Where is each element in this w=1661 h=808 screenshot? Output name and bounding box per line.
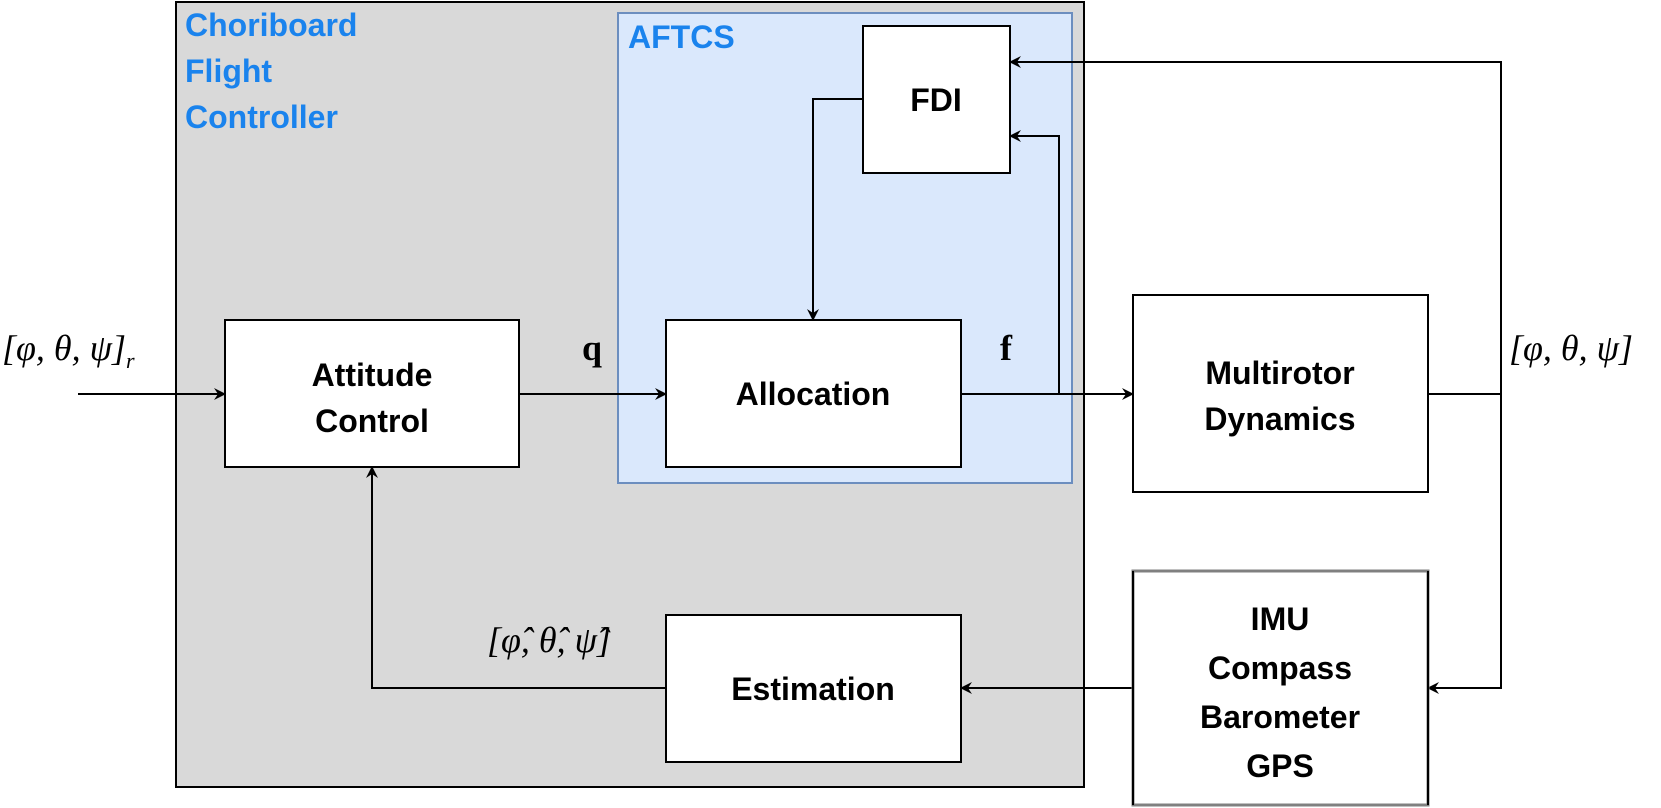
- controller-title-line-1: Choriboard: [185, 7, 357, 43]
- multirotor-label-line-2: Dynamics: [1204, 401, 1355, 437]
- attitude-label-line-2: Control: [315, 403, 429, 439]
- output-signal-label: [φ, θ, ψ]: [1509, 328, 1633, 368]
- allocation-label: Allocation: [736, 376, 891, 412]
- output-to-sensors-arrow: [1427, 394, 1502, 694]
- fdi-label: FDI: [910, 82, 962, 118]
- sensors-label-compass: Compass: [1208, 650, 1352, 686]
- reference-subscript: r: [126, 348, 135, 373]
- allocation-block: Allocation: [665, 319, 962, 468]
- sensors-label-imu: IMU: [1251, 601, 1310, 637]
- estimation-label: Estimation: [731, 671, 895, 707]
- controller-title-line-3: Controller: [185, 99, 338, 135]
- f-to-fdi-arrow: [1009, 130, 1060, 394]
- sensors-block: IMU Compass Barometer GPS: [1131, 569, 1430, 807]
- estimation-to-attitude-arrow: [366, 466, 666, 689]
- aftcs-title: AFTCS: [628, 19, 735, 55]
- estimate-signal-label: [φ̂, θ̂, ψ̂]: [487, 620, 611, 660]
- fdi-to-allocation-arrow: [807, 98, 863, 321]
- controller-title-line-2: Flight: [185, 53, 272, 89]
- attitude-control-block: Attitude Control: [224, 319, 520, 468]
- fdi-block: FDI: [862, 25, 1011, 174]
- q-signal-label: q: [582, 328, 602, 368]
- estimation-block: Estimation: [665, 614, 962, 763]
- sensors-label-barometer: Barometer: [1200, 699, 1360, 735]
- multirotor-dynamics-block: Multirotor Dynamics: [1132, 294, 1429, 493]
- multirotor-label-line-1: Multirotor: [1205, 355, 1354, 391]
- sensors-label-gps: GPS: [1246, 748, 1314, 784]
- output-to-fdi-arrow: [1009, 56, 1502, 394]
- attitude-label-line-1: Attitude: [312, 357, 433, 393]
- f-signal-label: f: [1000, 328, 1013, 368]
- reference-signal-label: [φ, θ, ψ]r: [2, 328, 135, 373]
